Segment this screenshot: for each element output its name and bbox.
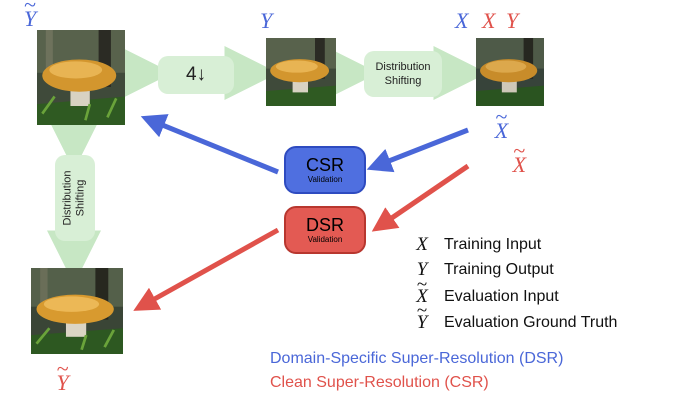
mushroom-image-training-output <box>266 38 336 106</box>
legend-training-input: X Training Input <box>416 234 542 255</box>
downsample-label: 4↓ <box>185 64 207 85</box>
mushroom-image-eval-gt-bottom <box>31 268 123 354</box>
arrow-xtilde-to-csr <box>366 127 469 173</box>
dist-shift-left-line2: Shifting <box>75 179 87 217</box>
dsr-subtitle: Validation <box>307 235 343 244</box>
distribution-shifting-box-left: Distribution Shifting <box>55 155 95 241</box>
legend-training-output: Y Training Output <box>416 259 554 280</box>
legend-evaluation-input: ~ X Evaluation Input <box>416 274 559 307</box>
footer-dsr-definition: Domain-Specific Super-Resolution (DSR) <box>270 350 564 367</box>
mushroom-image-training-input <box>476 38 544 106</box>
arrow-xtilde-red-to-dsr <box>371 163 470 232</box>
downsample-box: 4↓ <box>158 56 234 94</box>
label-xtilde-blue: ~ X <box>494 104 509 144</box>
mushroom-image-eval-gt-top <box>37 30 125 125</box>
label-x-red: X <box>482 8 496 33</box>
footer-csr-definition: Clean Super-Resolution (CSR) <box>270 374 489 391</box>
dsr-validation-box: DSR Validation <box>284 206 366 254</box>
distribution-shifting-box-top: Distribution Shifting <box>364 51 442 97</box>
label-ytilde-top: ~ Y <box>24 0 37 31</box>
csr-subtitle: Validation <box>307 175 343 184</box>
csr-title: CSR <box>305 155 344 175</box>
legend-evaluation-ground-truth: ~ Y Evaluation Ground Truth <box>416 300 618 333</box>
label-y-red: Y <box>506 8 519 33</box>
dsr-title: DSR <box>305 215 344 235</box>
label-xtilde-red: ~ X <box>512 138 527 178</box>
label-x-blue: X <box>455 8 469 33</box>
arrow-csr-to-img1 <box>140 114 279 175</box>
dist-shift-top-line1: Distribution <box>375 61 431 73</box>
arrow-dsr-to-img4 <box>133 227 280 311</box>
dist-shift-top-line2: Shifting <box>384 75 422 87</box>
csr-validation-box: CSR Validation <box>284 146 366 194</box>
dist-shift-left-line1: Distribution <box>62 170 74 226</box>
label-y-training-output: Y <box>260 8 273 33</box>
label-ytilde-bottom: ~ Y <box>56 356 69 396</box>
